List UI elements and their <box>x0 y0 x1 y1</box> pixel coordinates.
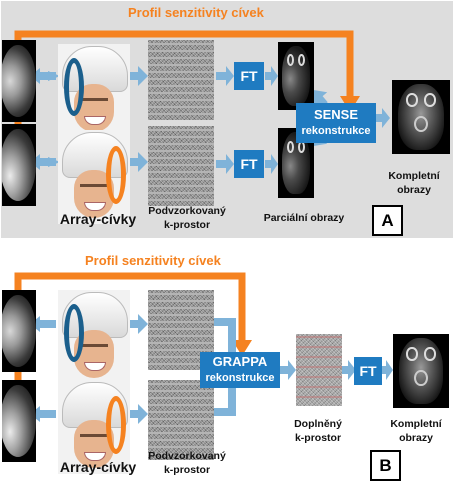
complete-image-a <box>392 80 450 154</box>
complete-label-a-2: obrazy <box>397 184 431 196</box>
kspace-label-a-2: k-prostor <box>163 219 211 231</box>
filled-kspace <box>296 334 342 406</box>
coil-head-image-a1 <box>58 44 130 138</box>
coil-head-image-a2 <box>58 130 130 224</box>
ft-box-b: FT <box>354 357 382 385</box>
coil-arrow-a2-body <box>40 158 56 166</box>
coil-ring-orange <box>106 146 126 204</box>
undersampled-kspace-a1 <box>148 40 214 120</box>
coil-sensitivity-image-b1 <box>2 290 36 372</box>
grappa-title: GRAPPA <box>212 354 268 369</box>
coil-arrow-a1-body <box>40 72 56 80</box>
coils-label-b: Array-cívky <box>59 459 137 475</box>
filled-kspace-label-2: k-prostor <box>294 432 342 444</box>
partial-images-label: Parciální obrazy <box>263 212 345 224</box>
undersampled-kspace-b2 <box>148 380 214 460</box>
complete-label-a-1: Kompletní <box>388 170 440 182</box>
coils-label-a: Array-cívky <box>59 211 137 227</box>
ft-box-a1: FT <box>234 62 264 90</box>
coil-ring-blue <box>64 58 84 116</box>
sense-title: SENSE <box>313 107 359 122</box>
complete-label-b-1: Kompletní <box>390 418 442 430</box>
sensitivity-label-b: Profil senzitivity cívek <box>85 253 221 268</box>
ft-box-a2: FT <box>234 150 264 178</box>
kspace-label-b-1: Podvzorkovaný <box>148 450 226 462</box>
sensitivity-label-a: Profil senzitivity cívek <box>128 5 264 20</box>
undersampled-kspace-a2 <box>148 126 214 206</box>
coil-sensitivity-image-a2 <box>2 124 36 206</box>
sense-reconstruction-box: SENSE rekonstrukce <box>296 103 376 143</box>
kspace-label-b-2: k-prostor <box>163 464 211 476</box>
panel-letter-b: B <box>370 450 401 481</box>
grappa-reconstruction-box: GRAPPA rekonstrukce <box>200 352 280 388</box>
partial-image-a1 <box>278 42 314 110</box>
coil-head-image-b2 <box>58 380 130 474</box>
coil-head-image-b1 <box>58 290 130 384</box>
sensitivity-arrowhead-b <box>232 340 252 356</box>
kspace-label-a-1: Podvzorkovaný <box>148 205 226 217</box>
coil-sensitivity-image-a1 <box>2 40 36 122</box>
coil-ring-blue <box>64 304 84 362</box>
coil-sensitivity-image-b2 <box>2 380 36 462</box>
sense-subtitle: rekonstrukce <box>301 125 371 137</box>
panel-letter-a: A <box>372 205 403 236</box>
grappa-subtitle: rekonstrukce <box>205 372 275 384</box>
complete-image-b <box>393 334 449 408</box>
coil-ring-orange <box>106 396 126 454</box>
complete-label-b-2: obrazy <box>399 432 433 444</box>
filled-kspace-label-1: Doplněný <box>294 418 342 430</box>
